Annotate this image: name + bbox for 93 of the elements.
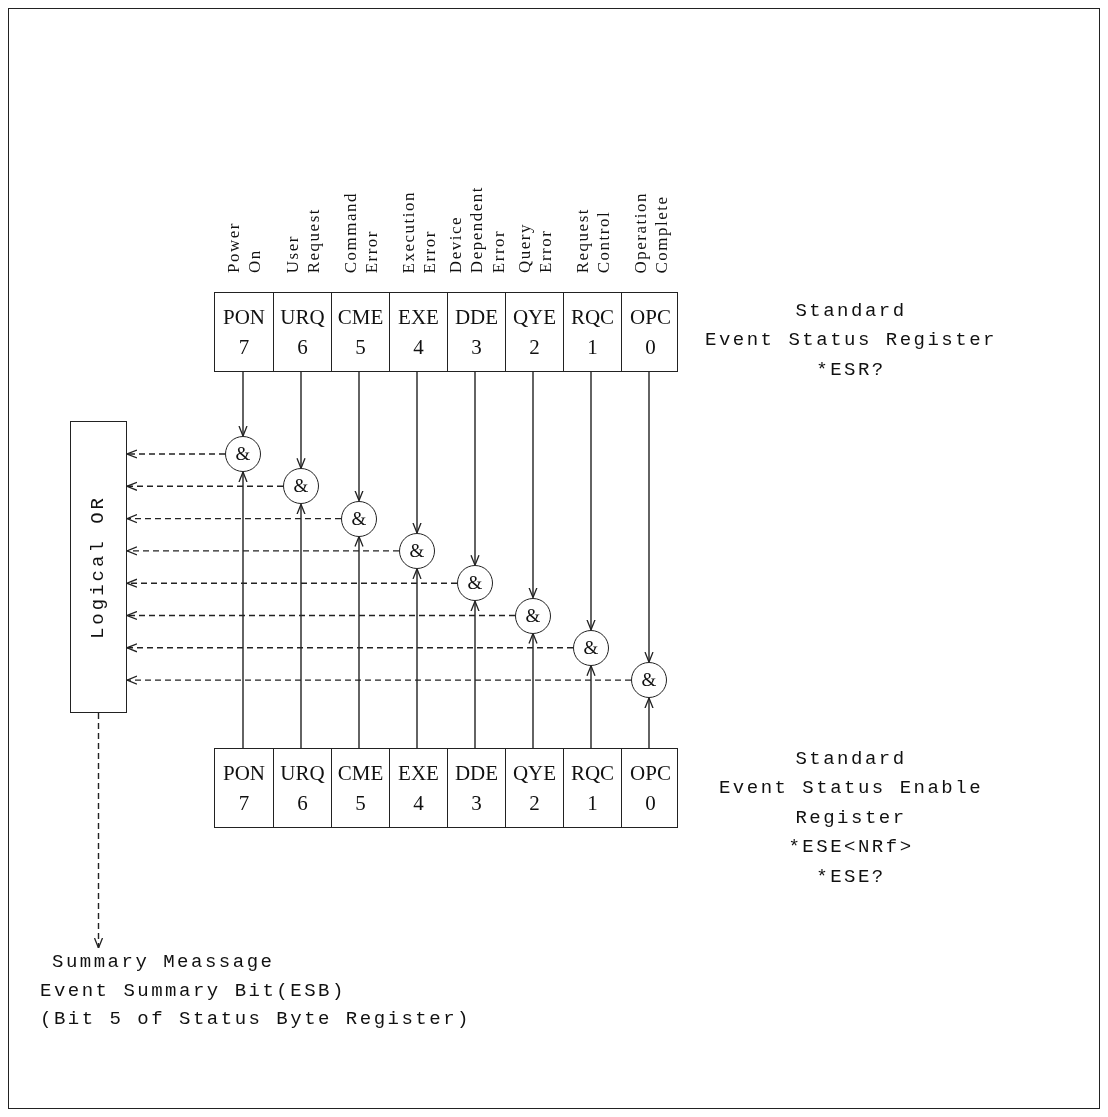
bit-name: OPC xyxy=(630,303,671,331)
bit-name: DDE xyxy=(454,303,499,331)
bit-name: OPC xyxy=(630,759,671,787)
bit-number: 3 xyxy=(471,334,482,361)
bit-name: RQC xyxy=(570,759,615,787)
bit-number: 6 xyxy=(297,790,308,817)
bit-description: Execution Error xyxy=(397,190,440,273)
bit-description: Command Error xyxy=(339,191,382,273)
register-title: Event Status Enable Register xyxy=(717,776,985,831)
block-label: Logical OR xyxy=(86,495,110,639)
gate-symbol: & xyxy=(583,636,599,659)
arrow xyxy=(586,370,596,631)
bit-number: 0 xyxy=(645,334,656,361)
bit-description: Device Dependent Error xyxy=(444,185,509,273)
arrow xyxy=(644,370,654,663)
summary-text: Event Summary Bit(ESB) xyxy=(40,978,347,1004)
dashed-arrow xyxy=(126,546,400,556)
bit-name: DDE xyxy=(454,759,499,787)
arrow xyxy=(296,370,306,469)
bit-number: 4 xyxy=(413,790,424,817)
and-gate xyxy=(573,629,609,666)
and-gate xyxy=(399,532,435,569)
command-text: *ESR? xyxy=(815,357,887,383)
gate-symbol: & xyxy=(351,507,367,530)
arrow xyxy=(586,665,596,750)
gate-symbol: & xyxy=(409,539,425,562)
register-title: Standard xyxy=(794,747,908,772)
gate-symbol: & xyxy=(293,475,309,498)
arrow xyxy=(296,503,306,750)
arrow xyxy=(528,632,538,750)
arrow xyxy=(528,370,538,599)
bit-number: 2 xyxy=(529,334,540,361)
bit-name: CME xyxy=(337,303,384,331)
arrow xyxy=(644,697,654,750)
bit-description: Operation Complete xyxy=(629,191,672,273)
bit-description: Power On xyxy=(222,222,265,273)
gate-symbol: & xyxy=(641,669,657,692)
dashed-arrow xyxy=(126,675,632,685)
bit-name: QYE xyxy=(512,303,557,331)
dashed-arrow xyxy=(126,513,342,524)
bit-number: 4 xyxy=(413,334,424,361)
bit-description: Query Error xyxy=(513,223,556,273)
arrow xyxy=(470,370,480,566)
bit-number: 0 xyxy=(645,790,656,817)
bit-name: EXE xyxy=(398,303,439,331)
dashed-arrow xyxy=(126,610,516,621)
summary-text: Summary Meassage xyxy=(51,950,276,975)
dashed-arrow xyxy=(126,449,226,459)
bit-description: Request Control xyxy=(571,207,614,273)
dashed-arrow xyxy=(126,481,284,491)
bit-name: PON xyxy=(223,759,265,787)
and-gate xyxy=(341,500,377,537)
bit-number: 5 xyxy=(355,790,366,817)
bit-number: 1 xyxy=(587,334,598,361)
command-text: *ESE? xyxy=(815,864,887,890)
and-gate xyxy=(515,597,551,634)
arrow xyxy=(470,600,480,750)
and-gate xyxy=(457,565,493,602)
and-gate xyxy=(631,662,667,699)
bit-name: URQ xyxy=(280,759,325,787)
gate-symbol: & xyxy=(467,572,483,595)
summary-text: (Bit 5 of Status Byte Register) xyxy=(40,1007,471,1032)
bit-number: 3 xyxy=(471,790,482,817)
gate-symbol: & xyxy=(525,604,541,627)
bit-description: User Request xyxy=(281,207,324,273)
bit-number: 7 xyxy=(238,790,250,817)
dashed-arrow xyxy=(93,712,104,949)
bit-name: PON xyxy=(223,303,265,331)
bit-number: 1 xyxy=(587,790,598,817)
bit-name: EXE xyxy=(398,759,439,787)
gate-symbol: & xyxy=(235,443,251,465)
and-gate xyxy=(283,468,319,505)
bit-number: 5 xyxy=(355,334,366,361)
bit-number: 6 xyxy=(297,334,308,361)
command-text: *ESE<NRf> xyxy=(787,835,915,861)
dashed-arrow xyxy=(126,578,458,588)
bit-name: RQC xyxy=(570,303,615,331)
register-title: Event Status Register xyxy=(704,328,998,354)
bit-name: URQ xyxy=(280,303,325,331)
arrow xyxy=(238,370,248,437)
bit-name: CME xyxy=(337,759,384,787)
bit-number: 7 xyxy=(238,334,250,361)
register-title: Standard xyxy=(794,299,908,324)
arrow xyxy=(354,535,364,750)
arrow xyxy=(354,370,364,502)
logic-or-block xyxy=(70,421,127,713)
arrow xyxy=(412,370,422,534)
dashed-arrow xyxy=(126,643,574,653)
arrow xyxy=(238,471,248,750)
bit-number: 2 xyxy=(529,790,540,817)
bit-name: QYE xyxy=(512,759,557,787)
and-gate xyxy=(225,436,261,472)
arrow xyxy=(412,568,422,750)
